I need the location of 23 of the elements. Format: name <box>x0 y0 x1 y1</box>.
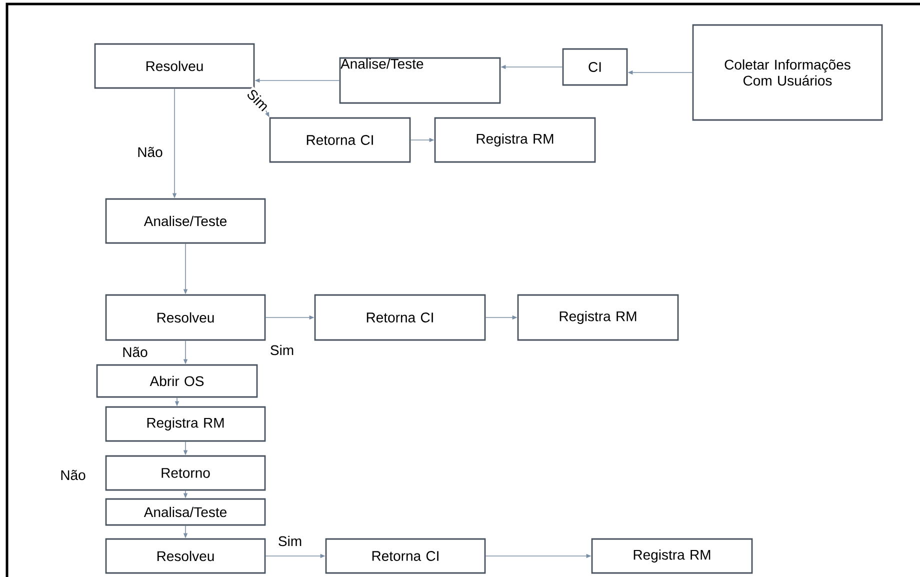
edge-label: Sim <box>276 534 304 548</box>
branch-label: Não <box>61 470 86 480</box>
process-box: Retorna CI <box>269 117 411 163</box>
process-box: Retorna CI <box>314 294 486 341</box>
process-box: Coletar Informações Com Usuários <box>692 24 883 121</box>
process-box: Resolveu <box>105 538 266 574</box>
process-box: Resolveu <box>105 294 266 341</box>
process-box: Analisa/Teste <box>105 498 266 526</box>
process-box: Retorno <box>105 455 266 491</box>
process-box: Registra RM <box>434 117 596 163</box>
edge-label: Não <box>136 146 164 158</box>
process-box: Analise/Teste <box>105 198 266 244</box>
process-box: CI <box>562 48 628 86</box>
edge-label: Sim <box>244 86 272 114</box>
process-box: Registra RM <box>105 406 266 442</box>
edge-label: Não <box>121 346 149 358</box>
process-box: Abrir OS <box>96 364 258 398</box>
process-box: Registra RM <box>591 538 753 574</box>
process-box: Analise/Teste <box>339 57 501 104</box>
process-box: Retorna CI <box>325 538 486 574</box>
process-box: Resolveu <box>94 43 255 89</box>
process-box: Registra RM <box>517 294 679 341</box>
edge-label: Sim <box>268 344 296 356</box>
